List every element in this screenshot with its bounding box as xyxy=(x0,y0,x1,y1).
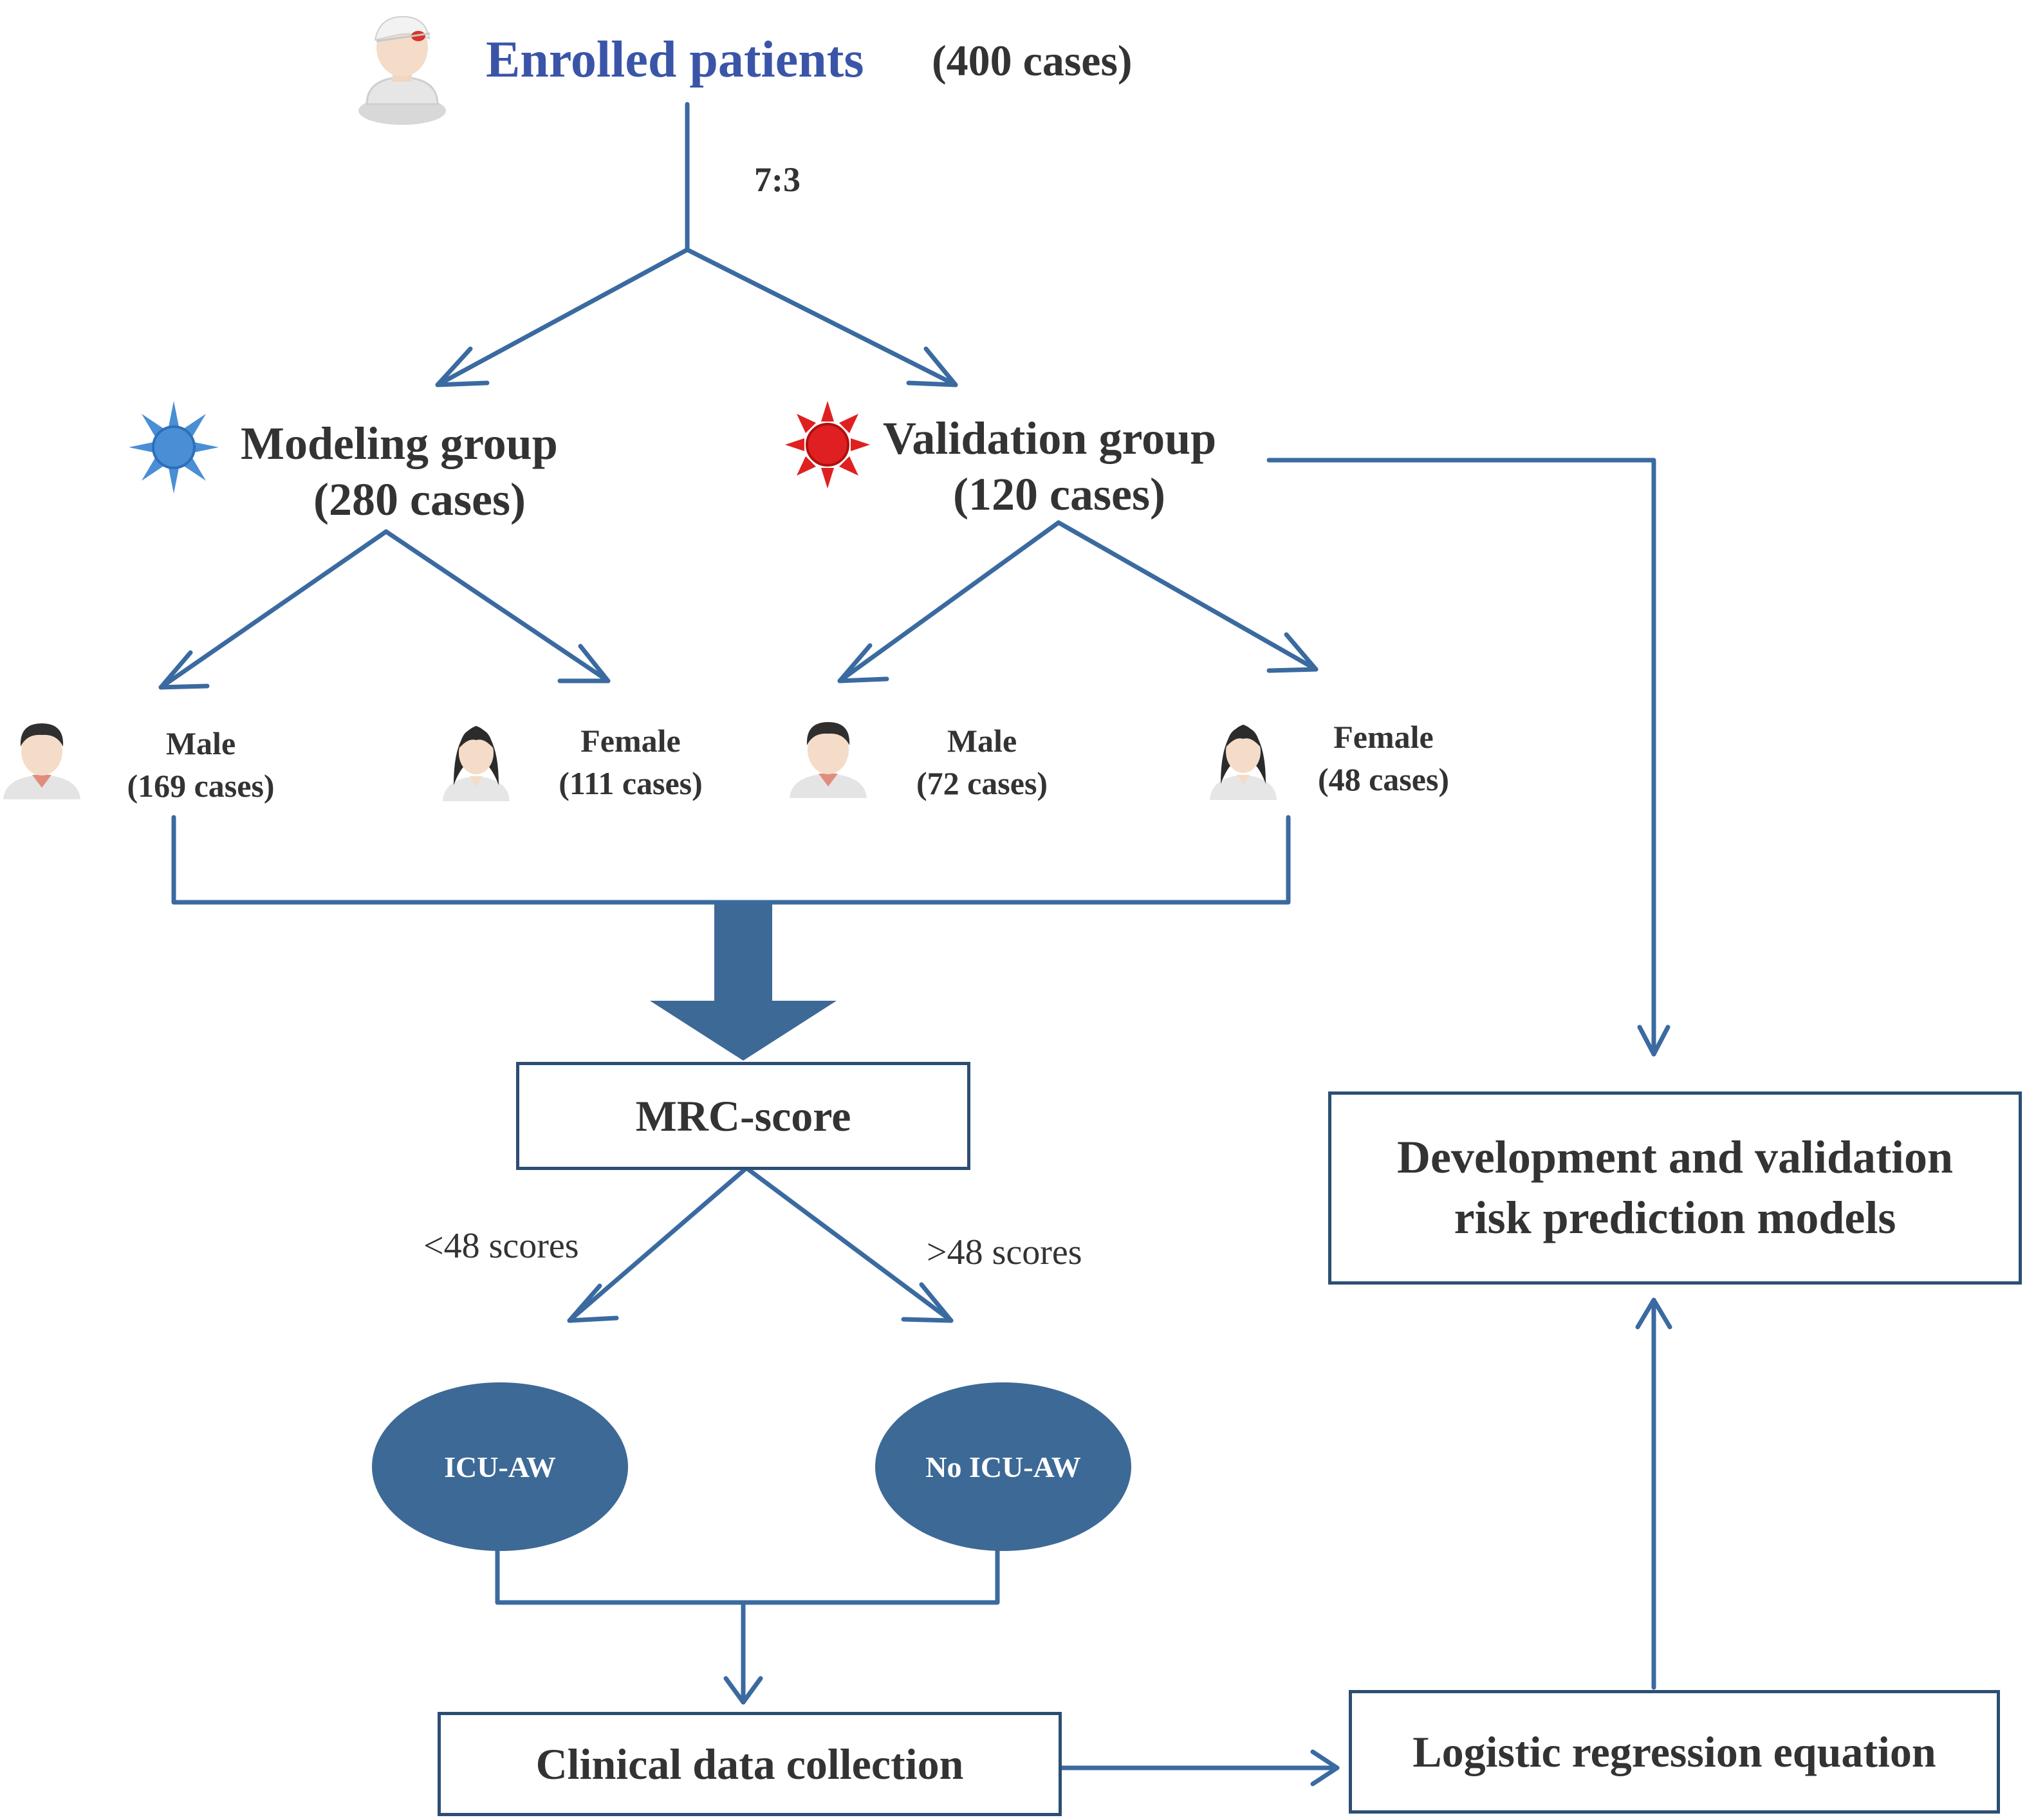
validation-group-count: (120 cases) xyxy=(953,469,1165,520)
split-left-line xyxy=(435,247,690,387)
no-icu-aw-ellipse: No ICU-AW xyxy=(875,1382,1131,1551)
modeling-right-arrowhead xyxy=(557,644,611,683)
split-right-line xyxy=(685,247,958,387)
modeling-left-arrowhead xyxy=(158,650,210,690)
development-line1: Development and validation xyxy=(1396,1131,1954,1184)
split-left-arrowhead xyxy=(435,346,490,387)
validation-to-dev-arrowhead xyxy=(1637,1025,1671,1057)
validation-to-dev-line xyxy=(1266,458,1656,1057)
validation-group-title: Validation group xyxy=(883,413,1217,464)
modeling-female-label: Female xyxy=(580,723,681,759)
mrc-high-threshold: >48 scores xyxy=(927,1232,1082,1272)
blue-star-icon xyxy=(127,399,220,496)
logistic-to-dev-arrowhead xyxy=(1635,1297,1672,1330)
enrolled-count: (400 cases) xyxy=(932,36,1133,85)
validation-right-line xyxy=(1056,520,1319,672)
clinical-to-logistic-arrowhead xyxy=(1310,1749,1340,1787)
outcome-down-arrowhead xyxy=(723,1676,763,1705)
mrc-left-arrowhead xyxy=(567,1283,619,1323)
thick-down-arrow xyxy=(650,904,837,1061)
modeling-right-line xyxy=(384,529,611,683)
merge-bracket-line xyxy=(171,815,1291,905)
validation-left-line xyxy=(837,520,1061,683)
patient-avatar-icon xyxy=(354,8,450,127)
validation-male-label: Male xyxy=(947,723,1017,759)
male-avatar-icon xyxy=(0,716,84,799)
female-avatar-icon xyxy=(438,714,515,801)
icu-aw-ellipse: ICU-AW xyxy=(372,1382,628,1551)
mrc-right-arrowhead xyxy=(901,1282,954,1323)
outcome-bracket-line xyxy=(495,1548,1000,1605)
validation-female-label: Female xyxy=(1333,719,1434,755)
red-star-icon xyxy=(784,399,871,490)
mrc-right-line xyxy=(744,1165,954,1323)
modeling-group-count: (280 cases) xyxy=(313,474,526,525)
mrc-low-threshold: <48 scores xyxy=(423,1226,579,1266)
development-box: Development and validation risk predicti… xyxy=(1328,1091,2022,1285)
validation-male-count: (72 cases) xyxy=(916,765,1048,801)
mrc-left-line xyxy=(567,1165,749,1323)
modeling-male-label: Male xyxy=(165,725,236,761)
mrc-score-box: MRC-score xyxy=(516,1062,970,1170)
enrolled-title: Enrolled patients xyxy=(486,32,864,88)
validation-right-arrowhead xyxy=(1266,632,1319,673)
female-avatar-icon xyxy=(1205,713,1282,800)
development-line2: risk prediction models xyxy=(1454,1192,1896,1243)
logistic-regression-box: Logistic regression equation xyxy=(1349,1690,2000,1814)
modeling-group-title: Modeling group xyxy=(241,418,558,469)
modeling-left-line xyxy=(158,529,389,690)
split-right-arrowhead xyxy=(906,346,958,387)
modeling-male-count: (169 cases) xyxy=(127,768,275,804)
validation-female-count: (48 cases) xyxy=(1317,761,1450,797)
male-avatar-icon xyxy=(786,714,870,798)
clinical-data-box: Clinical data collection xyxy=(438,1712,1062,1816)
validation-left-arrowhead xyxy=(837,643,889,683)
modeling-female-count: (111 cases) xyxy=(559,765,703,801)
split-ratio-label: 7:3 xyxy=(754,160,801,199)
